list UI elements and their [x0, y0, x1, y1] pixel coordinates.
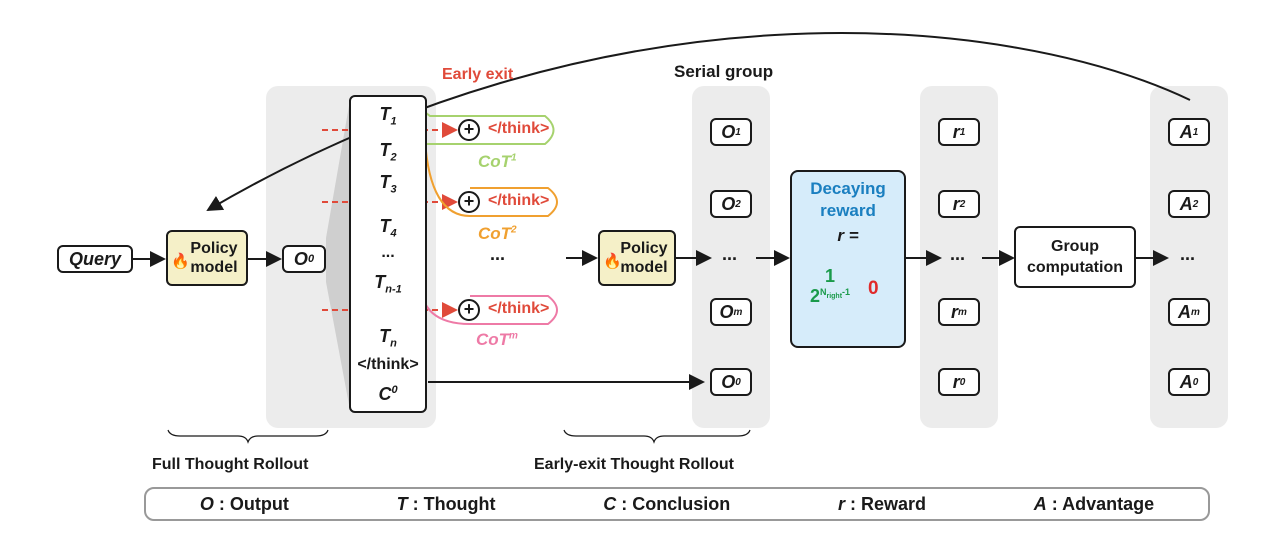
- fraction-denominator: 2Nright-1: [809, 286, 851, 306]
- legend-reward: r : Reward: [837, 493, 927, 514]
- reward-equation: r =: [837, 226, 859, 245]
- full-thought-rollout-label: Full Thought Rollout: [152, 456, 309, 473]
- policy-model-box: 🔥 Policy model: [166, 230, 248, 286]
- o0-sup: 0: [307, 253, 315, 265]
- early-exit-rollout-label: Early-exit Thought Rollout: [534, 456, 734, 473]
- plus-icon-1: +: [458, 119, 480, 141]
- output-ellipsis: ...: [722, 244, 738, 264]
- cot-2-label: CoT2: [478, 224, 517, 243]
- fraction-numerator: 1: [824, 266, 835, 286]
- token-column: [349, 95, 427, 413]
- token-t2: T2: [379, 140, 397, 164]
- middle-ellipsis: ...: [490, 244, 506, 264]
- plus-icon-2: +: [458, 191, 480, 213]
- token-t4: T4: [379, 216, 397, 240]
- think-tag-1: </think>: [488, 120, 550, 137]
- legend-conclusion: C : Conclusion: [603, 493, 731, 514]
- reward-zero: 0: [868, 278, 879, 299]
- think-close-token: </think>: [357, 356, 419, 373]
- policy-label-line1: Policy: [190, 240, 238, 257]
- token-ellipsis: ...: [381, 244, 395, 261]
- advantage-ellipsis: ...: [1180, 244, 1196, 264]
- fire-icon: 🔥: [603, 253, 622, 270]
- serial-group-label: Serial group: [674, 62, 774, 81]
- cross-icon: [865, 315, 885, 335]
- token-t1: T1: [379, 104, 397, 128]
- token-tn: Tn: [379, 326, 397, 350]
- token-t3: T3: [379, 172, 397, 196]
- query-box: Query: [57, 245, 133, 273]
- legend-output: O : Output: [199, 493, 289, 514]
- plus-icon-3: +: [458, 299, 480, 321]
- think-tag-2: </think>: [488, 192, 550, 209]
- decaying-reward-box: [790, 170, 906, 348]
- query-text: Query: [68, 248, 122, 269]
- o0-base: O: [293, 248, 308, 269]
- fire-icon: 🔥: [171, 253, 190, 270]
- think-tag-3: </think>: [488, 300, 550, 317]
- legend: O : Output T : Thought C : Conclusion r …: [144, 487, 1210, 521]
- early-exit-label: Early exit: [442, 66, 514, 83]
- check-icon: [819, 315, 839, 335]
- token-tn-1: Tn-1: [374, 272, 402, 296]
- legend-advantage: A : Advantage: [1033, 493, 1155, 514]
- policy-label-line1: Policy: [620, 240, 668, 257]
- policy-model-box-2: 🔥 Policy model: [598, 230, 676, 286]
- conclusion-token: C0: [378, 384, 398, 404]
- cot-1-label: CoT1: [478, 152, 517, 171]
- policy-label-line2: model: [190, 259, 238, 276]
- cot-m-label: CoTm: [476, 330, 518, 349]
- legend-thought: T : Thought: [396, 493, 496, 514]
- policy-label-line2: model: [620, 259, 668, 276]
- reward-ellipsis: ...: [950, 244, 966, 264]
